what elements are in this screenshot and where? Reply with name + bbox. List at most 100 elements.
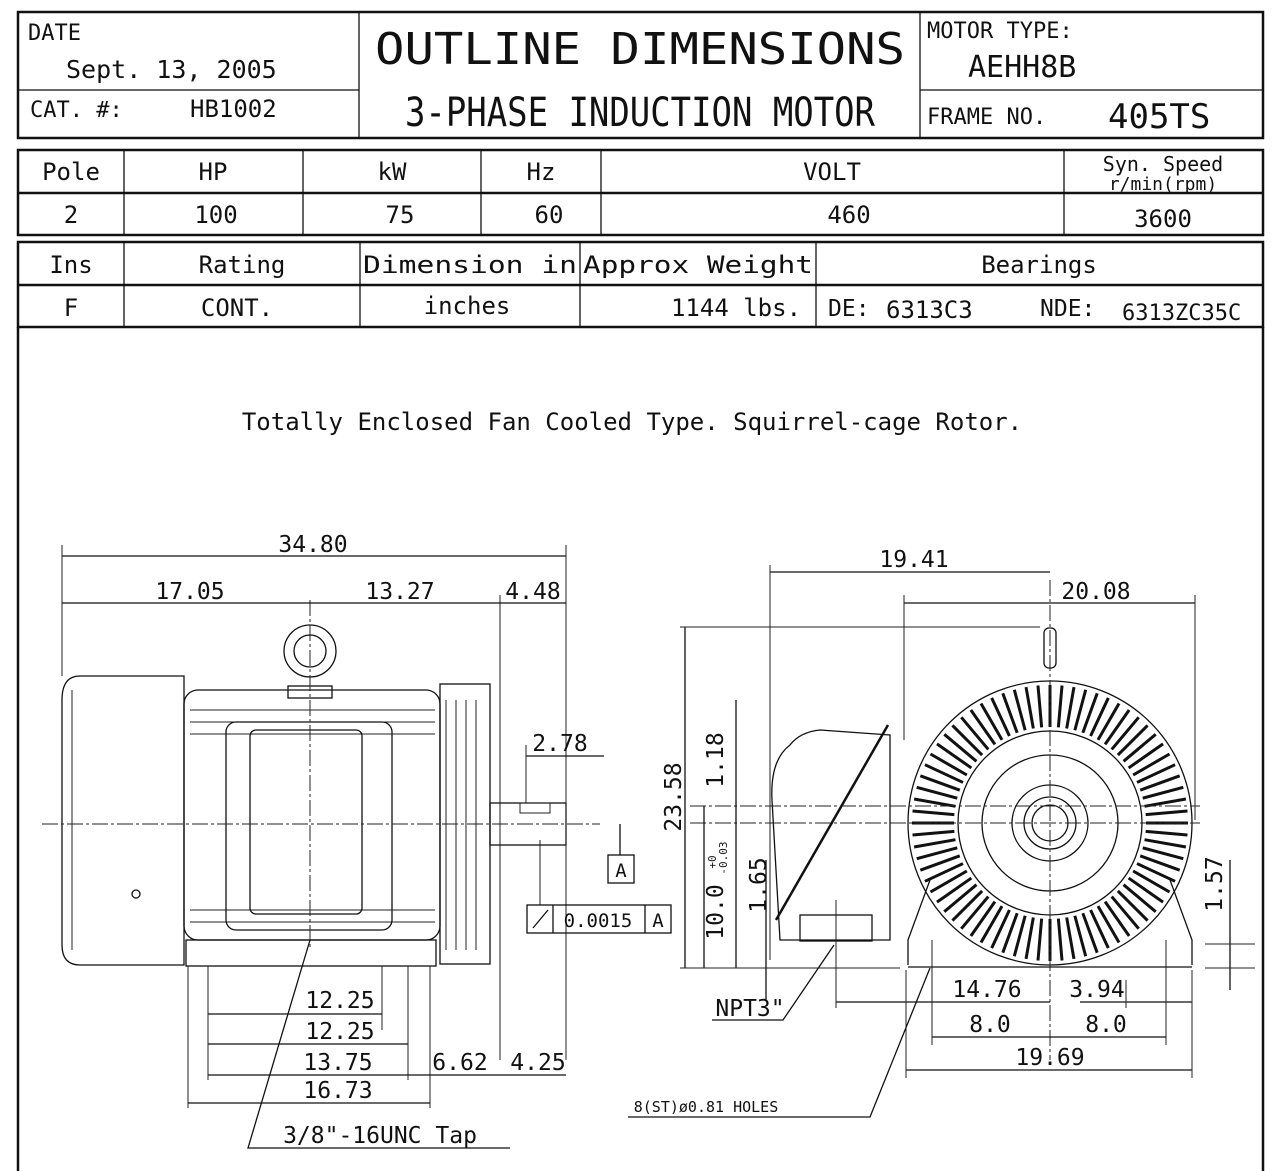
end-view [628,565,1255,1118]
cooling-fin [1001,912,1019,954]
dim-1-65: 1.65 [746,857,772,912]
cat-value: HB1002 [190,95,277,123]
header-ins: Ins [49,251,92,279]
cooling-fin [919,854,961,872]
cooling-fin [1065,917,1076,960]
cooling-fin [1096,905,1121,944]
cooling-fin [951,724,984,757]
cooling-fin [979,702,1004,741]
dim-17-05: 17.05 [155,579,224,605]
cooling-fin [1110,716,1140,751]
cooling-fin [1073,689,1088,731]
cooling-fin [916,785,958,800]
cooling-fin [1142,846,1184,861]
motor-description: Totally Enclosed Fan Cooled Type. Squirr… [242,408,1022,436]
value-dimension: inches [424,292,511,320]
dim-12-25-a: 12.25 [305,988,374,1014]
dim-8-0-left: 8.0 [969,1012,1011,1038]
cooling-fin [1145,809,1188,817]
cooling-fin [990,697,1011,737]
motor-type-label: MOTOR TYPE: [927,19,1073,44]
dim-overall-length: 34.80 [278,532,347,558]
dim-13-27: 13.27 [365,579,434,605]
spec-table: Pole HP kW Hz VOLT Syn. Speed r/min(rpm)… [16,148,1265,237]
dim-16-73: 16.73 [303,1078,372,1104]
cooling-fin [969,709,997,746]
value-hp: 100 [194,201,237,229]
dim-19-69: 19.69 [1015,1045,1084,1071]
cooling-fin [1012,689,1027,731]
dim-3-94: 3.94 [1069,977,1124,1003]
cooling-fin [913,838,956,849]
value-hz: 60 [535,201,564,229]
cooling-fin [990,909,1011,949]
dim-2-78: 2.78 [532,731,587,757]
dim-6-62: 6.62 [432,1050,487,1076]
cooling-fin [1142,785,1184,800]
dim-4-48: 4.48 [505,579,560,605]
de-value: 6313C3 [886,296,973,324]
cooling-fin [1089,909,1110,949]
cooling-fin [1096,702,1121,741]
header-kw: kW [378,158,407,186]
cooling-fin [1136,763,1176,784]
value-weight: 1144 lbs. [671,294,801,322]
dim-13-75: 13.75 [303,1050,372,1076]
cooling-fin [1001,692,1019,734]
datum-label: A [615,860,627,882]
dim-shaft-height: 10.0 [703,884,729,939]
cooling-fin [1122,883,1157,913]
value-pole: 2 [64,201,78,229]
header-dimension: Dimension in [363,251,577,279]
cooling-fin [1036,918,1044,961]
dim-1-18: 1.18 [703,732,729,787]
cooling-fin [1103,900,1131,937]
cooling-fin [1116,724,1149,757]
spec-table-2: Ins Rating Dimension in Approx Weight Be… [16,240,1265,329]
de-label: DE: [828,296,870,322]
cooling-fin [1024,917,1035,960]
tol-plus: +0 [706,855,719,868]
cooling-fin [1065,686,1076,729]
header-hz: Hz [527,158,556,186]
document-title: OUTLINE DIMENSIONS [375,24,905,75]
cooling-fin [1073,915,1088,957]
npt-note: NPT3" [715,996,784,1022]
cooling-fin [1139,854,1181,872]
title-block: DATE Sept. 13, 2005 CAT. #: HB1002 OUTLI… [16,10,1265,140]
value-ins: F [64,294,78,322]
header-volt: VOLT [803,158,861,186]
header-syn-speed: Syn. Speed [1103,152,1223,176]
tap-note: 3/8"-16UNC Tap [283,1123,477,1149]
date-label: DATE [28,21,81,46]
runout-datum: A [652,910,664,932]
cooling-fin [936,876,973,904]
tol-minus: -0.03 [717,841,730,874]
cooling-fin [960,895,990,930]
cooling-fin [929,869,968,894]
cooling-fin [919,774,961,792]
cooling-fin [929,752,968,777]
cooling-fin [1127,742,1164,770]
nde-label: NDE: [1040,296,1095,322]
dim-19-41: 19.41 [879,547,948,573]
cooling-fin [924,862,964,883]
cooling-fin [943,883,978,913]
cooling-fin [1056,918,1064,961]
cooling-fin [1144,797,1187,808]
value-kw: 75 [386,201,415,229]
cat-label: CAT. #: [30,98,123,123]
frame-label: FRAME NO. [927,105,1046,130]
dim-8-0-right: 8.0 [1085,1012,1127,1038]
value-syn-speed: 3600 [1134,205,1192,233]
cooling-fin [960,716,990,751]
header-rating: Rating [199,251,286,279]
cooling-fin [1139,774,1181,792]
cooling-fin [1081,912,1099,954]
cooling-fin [1110,895,1140,930]
cooling-fin [1116,889,1149,922]
value-rating: CONT. [201,294,273,322]
cooling-fin [936,742,973,770]
cooling-fin [1136,862,1176,883]
